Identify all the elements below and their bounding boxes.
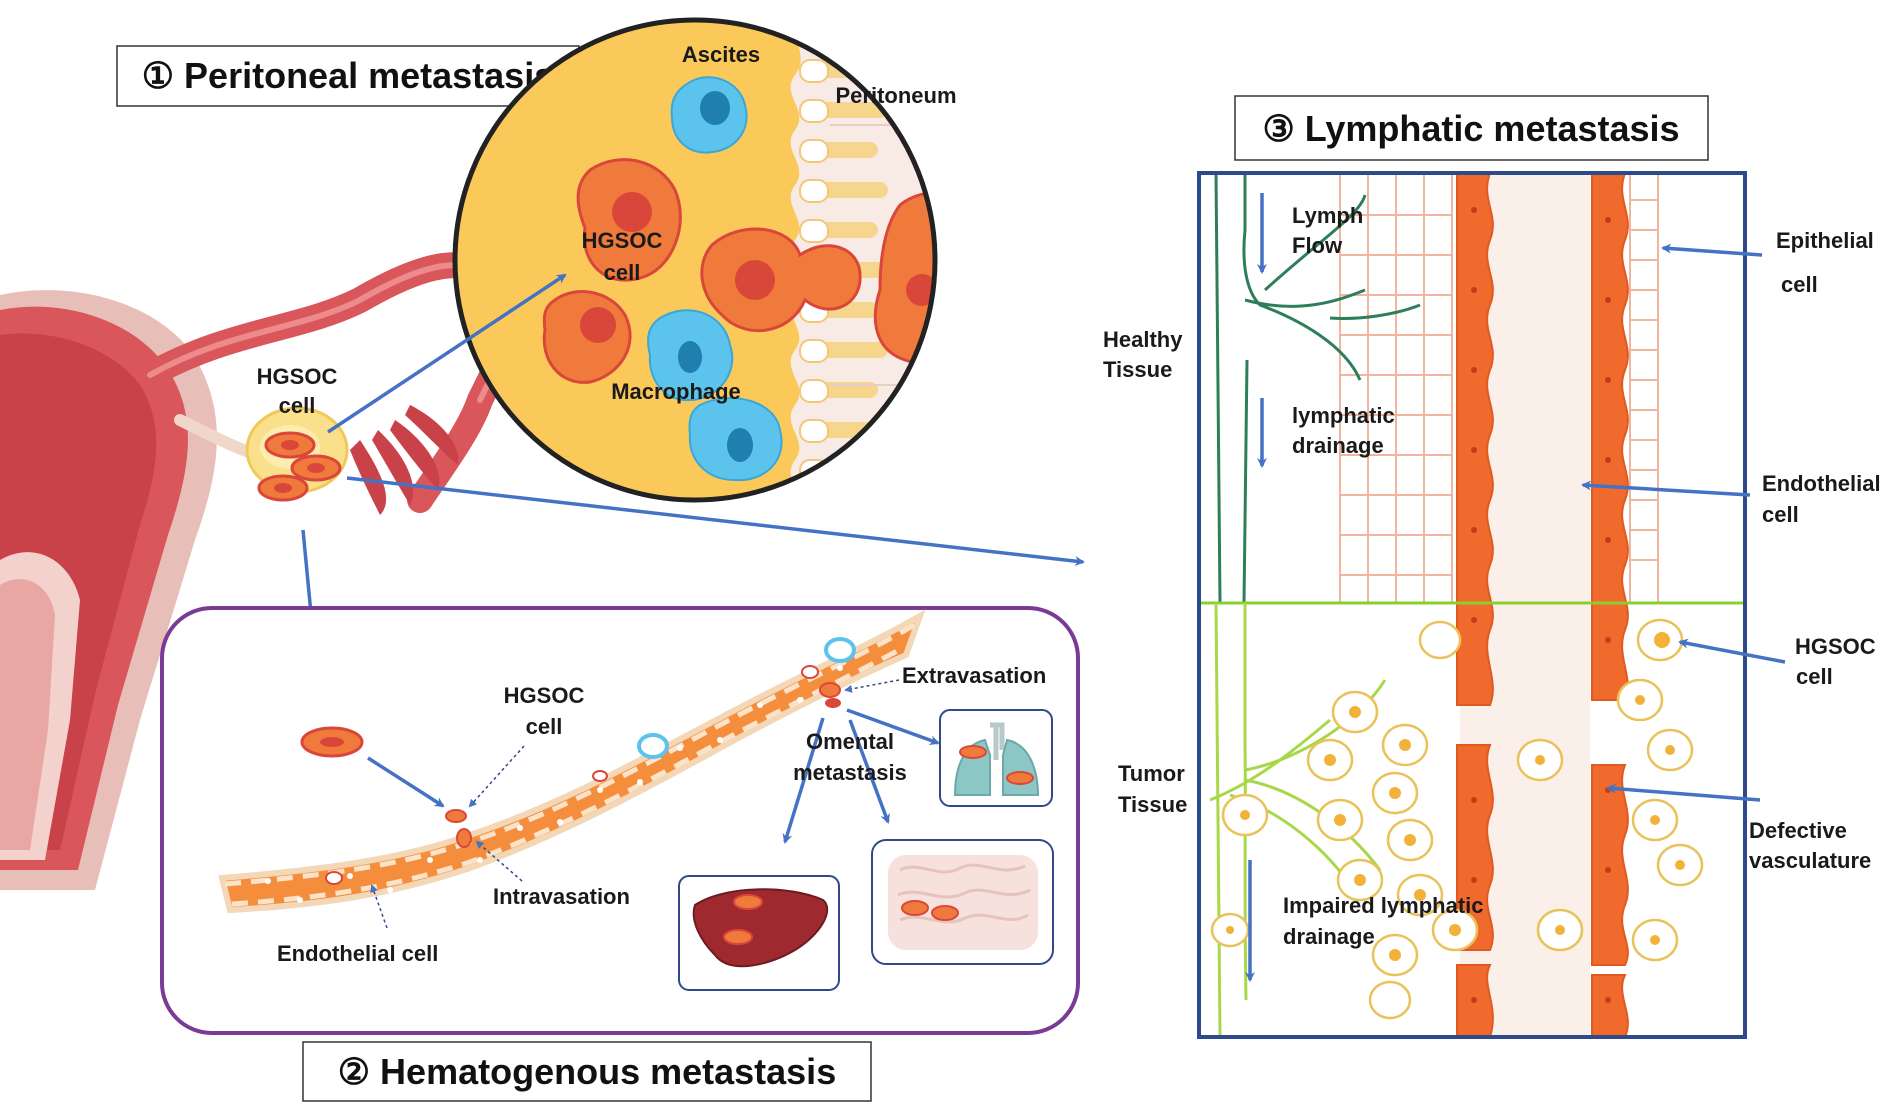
ovary-hgsoc-label-1: HGSOC [257, 364, 338, 389]
hematogenous-panel [160, 606, 1080, 1035]
tumor-tissue-label-1: Tumor [1118, 761, 1185, 786]
omental-label-2: metastasis [793, 760, 907, 785]
lymph-hgsoc-label-1: HGSOC [1795, 634, 1876, 659]
lymph-flow-label-2: Flow [1292, 233, 1343, 258]
lymph-hgsoc-label-2: cell [1796, 664, 1833, 689]
liver-organ-box [678, 875, 840, 991]
healthy-tissue-label-1: Healthy [1103, 327, 1183, 352]
endothelial-cell-label: Endothelial cell [277, 941, 438, 966]
macrophage-label: Macrophage [611, 379, 741, 404]
hematogenous-title: ② Hematogenous metastasis [338, 1051, 836, 1092]
endothelial-cell-label-1: Endothelial [1762, 471, 1881, 496]
omentum-organ-box [871, 839, 1054, 965]
uterus-illustration [0, 252, 522, 891]
peritoneal-title: ① Peritoneal metastasis [142, 55, 554, 96]
lymphatic-panel [1197, 171, 1786, 1039]
ovary-hgsoc-label-2: cell [279, 393, 316, 418]
lymph-flow-label-1: Lymph [1292, 203, 1363, 228]
circle-hgsoc-label-1: HGSOC [582, 228, 663, 253]
peritoneum-label: Peritoneum [835, 83, 956, 108]
lymphatic-drainage-label-1: lymphatic [1292, 403, 1395, 428]
impaired-drainage-label-1: Impaired lymphatic [1283, 893, 1484, 918]
lymphatic-title: ③ Lymphatic metastasis [1262, 108, 1679, 149]
epithelial-cell-label-2: cell [1781, 272, 1818, 297]
hematogenous-title-box: ② Hematogenous metastasis [302, 1041, 872, 1102]
circle-hgsoc-label-2: cell [604, 260, 641, 285]
arrow-to-lymphatic [346, 476, 1085, 567]
tumor-tissue-label-2: Tissue [1118, 792, 1187, 817]
ascites-label: Ascites [682, 42, 760, 67]
defective-vasculature-label-2: vasculature [1749, 848, 1871, 873]
defective-vasculature-label-1: Defective [1749, 818, 1847, 843]
healthy-tissue-label-2: Tissue [1103, 357, 1172, 382]
hemato-hgsoc-label-2: cell [526, 714, 563, 739]
intravasation-label: Intravasation [493, 884, 630, 909]
lung-organ-box [939, 709, 1053, 807]
omental-label-1: Omental [806, 729, 894, 754]
lymphatic-vessel [1214, 173, 1421, 604]
lymphatic-drainage-label-2: drainage [1292, 433, 1384, 458]
impaired-drainage-label-2: drainage [1283, 924, 1375, 949]
epithelial-cell-label-1: Epithelial [1776, 228, 1874, 253]
lymphatic-title-box: ③ Lymphatic metastasis [1234, 95, 1709, 161]
endothelial-cell-label-2: cell [1762, 502, 1799, 527]
hemato-hgsoc-label-1: HGSOC [504, 683, 585, 708]
peritoneal-circle [452, 17, 938, 503]
extravasation-label: Extravasation [902, 663, 1046, 688]
tumor-region [1209, 602, 1704, 1037]
peritoneal-title-box: ① Peritoneal metastasis [116, 45, 580, 107]
arrow-to-peritoneal [327, 273, 567, 434]
ovary-tumor-cells [257, 431, 342, 502]
epithelial-cell-columns [1339, 173, 1659, 604]
endothelial-cell-columns [1456, 173, 1629, 1037]
